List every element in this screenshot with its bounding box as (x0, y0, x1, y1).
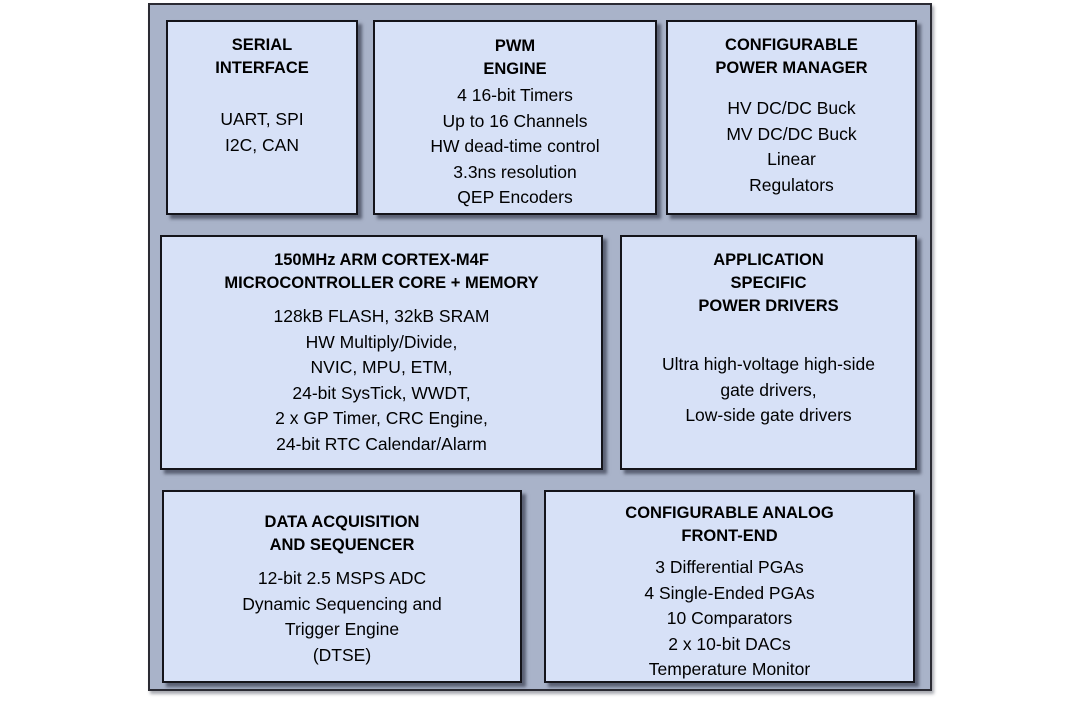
block-pwm-engine-body: 4 16-bit Timers Up to 16 Channels HW dea… (430, 85, 600, 207)
block-configurable-power-manager-body: HV DC/DC Buck MV DC/DC Buck Linear Regul… (726, 98, 857, 195)
block-application-specific-power-drivers-title: APPLICATION SPECIFIC POWER DRIVERS (698, 251, 839, 315)
block-pwm-engine: PWM ENGINE 4 16-bit Timers Up to 16 Chan… (373, 20, 657, 215)
block-configurable-power-manager: CONFIGURABLE POWER MANAGER HV DC/DC Buck… (666, 20, 917, 215)
block-mcu-core-memory-title: 150MHz ARM CORTEX-M4F MICROCONTROLLER CO… (224, 251, 539, 292)
block-data-acquisition-sequencer-body: 12-bit 2.5 MSPS ADC Dynamic Sequencing a… (242, 568, 442, 665)
block-serial-interface: SERIAL INTERFACE UART, SPI I2C, CAN (166, 20, 358, 215)
block-application-specific-power-drivers: APPLICATION SPECIFIC POWER DRIVERS Ultra… (620, 235, 917, 470)
block-configurable-analog-front-end-title: CONFIGURABLE ANALOG FRONT-END (625, 504, 834, 545)
block-data-acquisition-sequencer-title: DATA ACQUISITION AND SEQUENCER (264, 513, 420, 554)
block-mcu-core-memory: 150MHz ARM CORTEX-M4F MICROCONTROLLER CO… (160, 235, 603, 470)
block-serial-interface-body: UART, SPI I2C, CAN (220, 109, 304, 155)
block-serial-interface-title: SERIAL INTERFACE (215, 36, 309, 77)
block-configurable-analog-front-end: CONFIGURABLE ANALOG FRONT-END 3 Differen… (544, 490, 915, 683)
block-configurable-analog-front-end-body: 3 Differential PGAs 4 Single-Ended PGAs … (644, 557, 815, 679)
chip-block-diagram-container: SERIAL INTERFACE UART, SPI I2C, CAN PWM … (148, 3, 932, 691)
block-application-specific-power-drivers-body: Ultra high-voltage high-side gate driver… (661, 354, 876, 425)
block-data-acquisition-sequencer: DATA ACQUISITION AND SEQUENCER 12-bit 2.… (162, 490, 522, 683)
block-configurable-power-manager-title: CONFIGURABLE POWER MANAGER (715, 36, 868, 77)
block-mcu-core-memory-body: 128kB FLASH, 32kB SRAM HW Multiply/Divid… (273, 306, 490, 454)
block-pwm-engine-title: PWM ENGINE (483, 37, 547, 78)
